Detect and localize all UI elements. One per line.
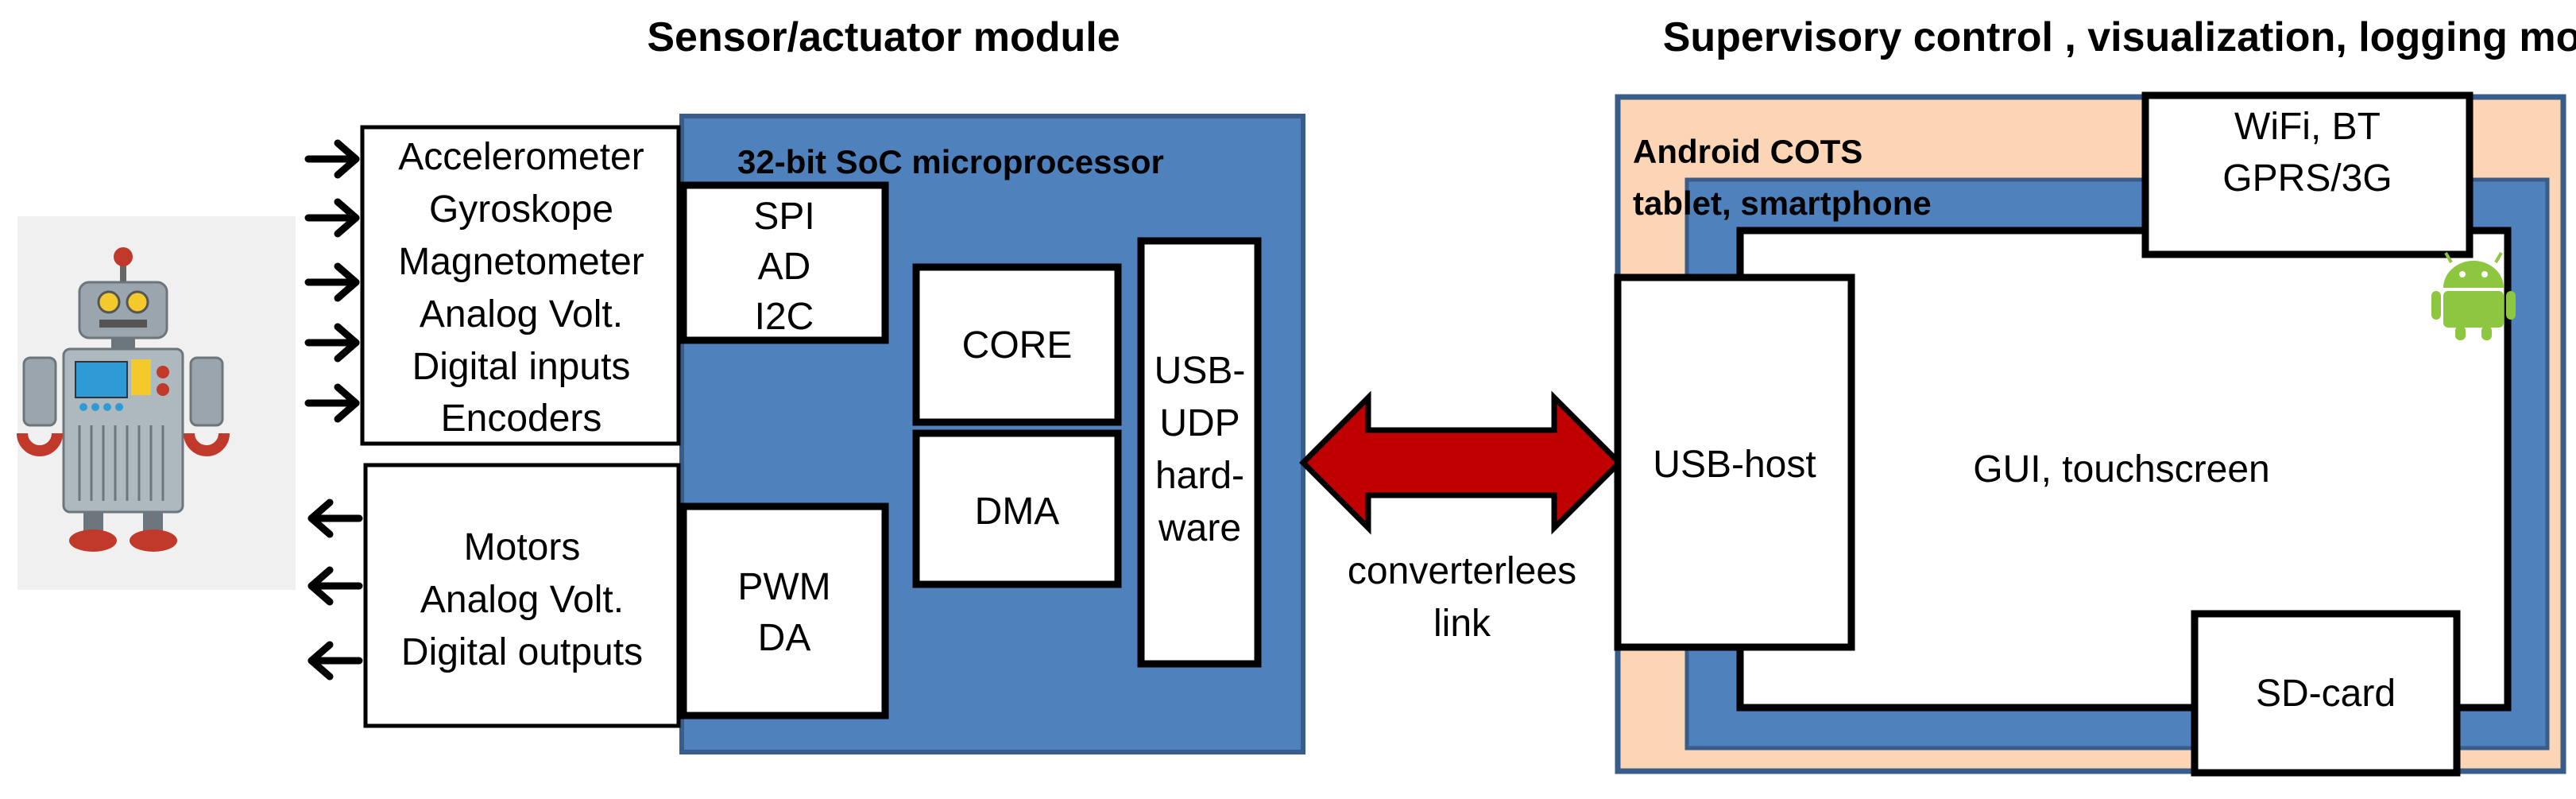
usb-hw-line: hard- [1155,455,1244,497]
dma-label: DMA [975,491,1060,533]
output-item: Motors [464,526,581,568]
usb-hw-line: UDP [1159,402,1240,444]
usb-hw-line: USB- [1155,350,1246,392]
supervisory-module-title: Supervisory control , visualization, log… [1663,14,2576,60]
link-label-line1: converterlees [1348,550,1576,592]
outputs-box [363,463,681,728]
input-arrows [304,139,360,423]
gprs-label: GPRS/3G [2222,157,2392,200]
core-box [912,263,1122,426]
i2c-label: I2C [755,296,814,338]
android-label-line1: Android COTS [1633,133,1862,170]
sd-card-box [2191,610,2461,777]
usb-udp-hardware-box [1137,237,1262,668]
link-double-arrow [1299,390,1623,535]
wifi-bt-box [2141,91,2474,258]
core-label: CORE [962,324,1073,367]
input-item: Encoders [441,398,602,440]
input-item: Analog Volt. [420,293,623,336]
ad-label: AD [758,246,811,288]
spi-ad-i2c-box [679,181,889,344]
usb-host-box [1614,273,1855,651]
output-item: Digital outputs [401,631,643,673]
input-item: Magnetometer [398,241,644,283]
wifi-label: WiFi, BT [2234,106,2381,148]
soc-label: 32-bit SoC microprocessor [737,143,1164,180]
gui-label: GUI, touchscreen [1973,448,2270,491]
pwm-da-box [679,502,889,719]
pwm-label: PWM [737,566,830,608]
output-item: Analog Volt. [420,579,624,621]
android-icon [2431,251,2516,340]
inputs-list: Accelerometer Gyroskope Magnetometer Ana… [398,136,644,440]
input-item: Digital inputs [412,346,631,388]
sensor-module-title: Sensor/actuator module [647,14,1120,60]
da-label: DA [758,617,811,659]
spi-label: SPI [753,196,814,238]
outputs-list: Motors Analog Volt. Digital outputs [401,526,643,673]
android-label-line2: tablet, smartphone [1633,184,1932,222]
dma-box [912,429,1122,588]
usb-host-label: USB-host [1653,444,1816,486]
sd-card-label: SD-card [2256,673,2396,715]
input-item: Accelerometer [398,136,644,178]
robot-icon [17,216,296,590]
output-arrows [307,498,363,681]
usb-hw-line: ware [1158,507,1241,549]
inputs-box [360,125,681,446]
input-item: Gyroskope [429,188,613,231]
link-label-line2: link [1433,603,1491,645]
